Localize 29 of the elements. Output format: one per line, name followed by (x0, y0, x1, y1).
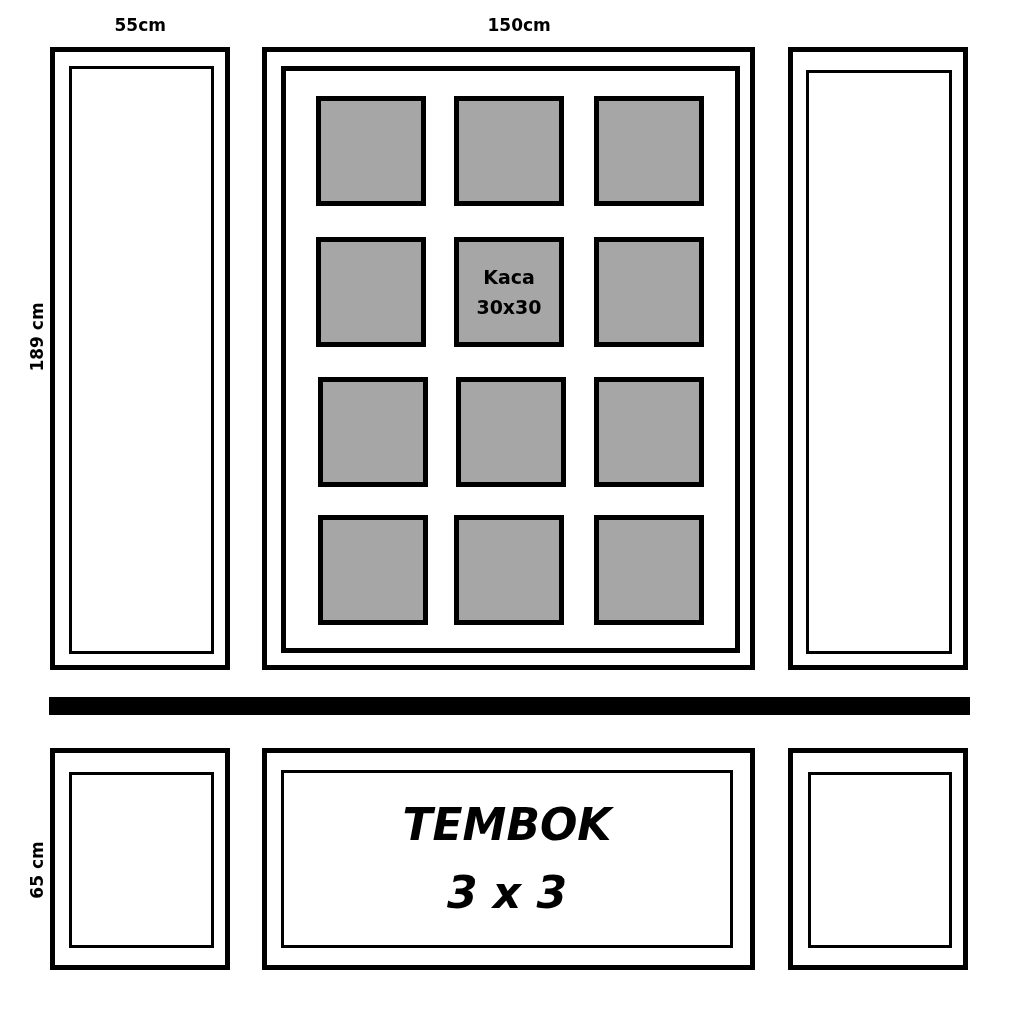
dimension-label: 65 cm (26, 841, 47, 899)
glass-panel (594, 377, 704, 487)
wall-size: 3 x 3 (446, 866, 568, 920)
wall-panel (69, 772, 214, 948)
wall-title: TEMBOK (402, 798, 612, 852)
wall-frame (788, 748, 968, 970)
wall-panel (806, 70, 952, 654)
wall-frame (50, 748, 230, 970)
glass-panel (456, 377, 566, 487)
wall-frame (50, 47, 230, 670)
glass-panel (316, 237, 426, 347)
dimension-label: 150cm (487, 15, 551, 35)
dimension-label: 189 cm (26, 302, 47, 372)
wall-frame (788, 47, 968, 670)
glass-panel (318, 515, 428, 625)
glass-label: Kaca 30x30 (475, 265, 543, 320)
glass-panel (454, 237, 564, 347)
wall-frame (262, 748, 755, 970)
glass-panel (454, 96, 564, 206)
glass-panel (318, 377, 428, 487)
glass-panel (316, 96, 426, 206)
dimension-label: 55cm (114, 15, 166, 35)
wall-panel (281, 770, 733, 948)
wall-panel (808, 772, 952, 948)
glass-panel (454, 515, 564, 625)
glass-panel (594, 515, 704, 625)
wall-panel (69, 66, 214, 654)
glass-panel (594, 237, 704, 347)
glass-panel (594, 96, 704, 206)
